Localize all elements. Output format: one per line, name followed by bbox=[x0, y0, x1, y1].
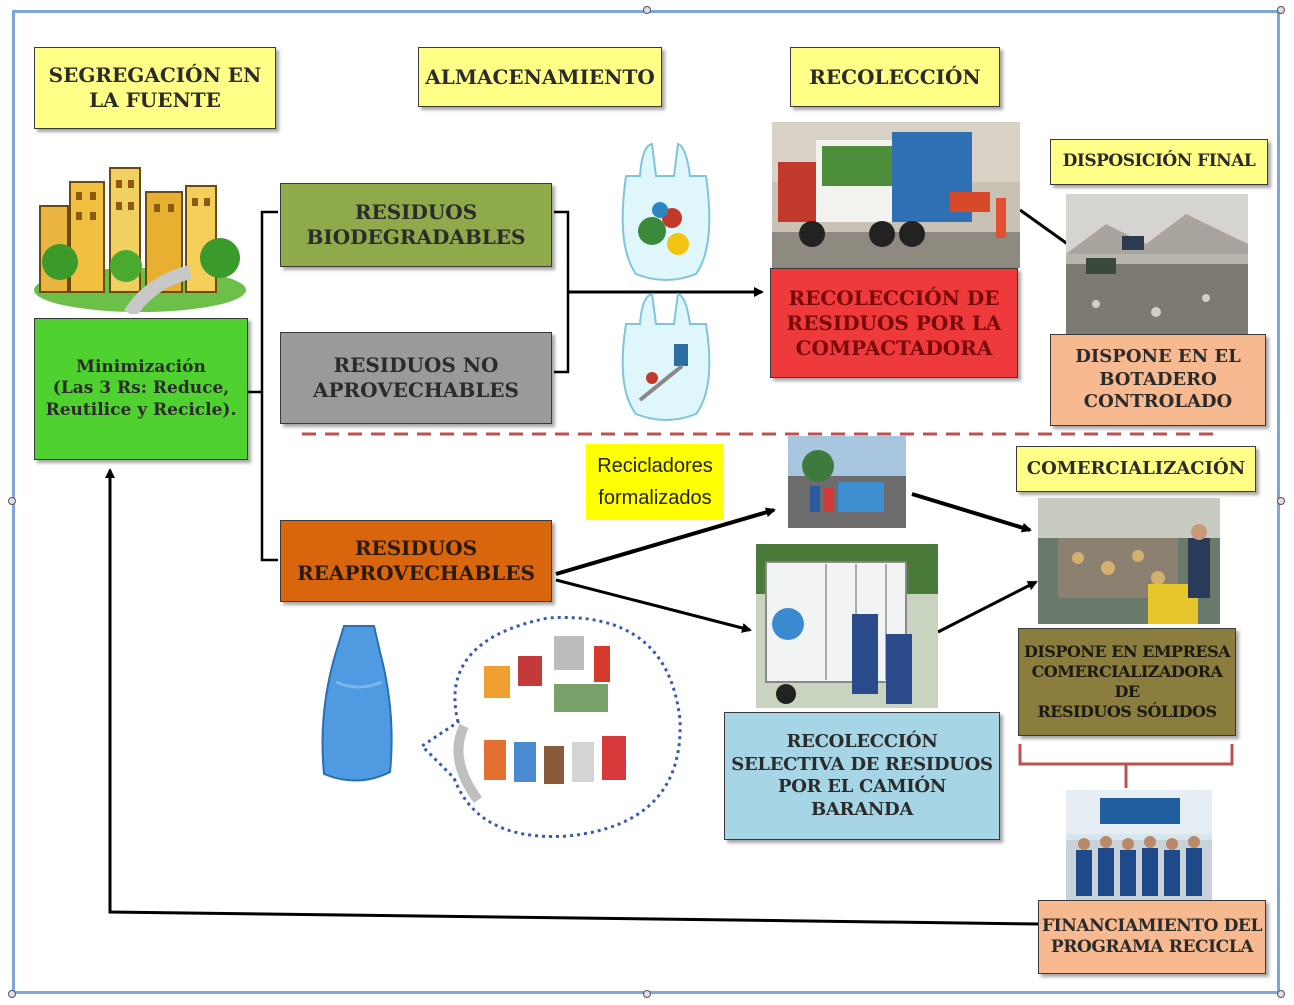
blue-sack-icon bbox=[316, 622, 400, 788]
landfill-photo bbox=[1066, 194, 1248, 334]
compactadora-box: RECOLECCIÓN DE RESIDUOS POR LA COMPACTAD… bbox=[770, 268, 1018, 378]
minimization-box: Minimización (Las 3 Rs: Reduce, Reutilic… bbox=[34, 318, 248, 460]
arrow-recyclers-to-plant bbox=[911, 492, 1032, 533]
resize-handle-bottom[interactable] bbox=[643, 990, 651, 998]
general-waste-bag-icon bbox=[612, 288, 718, 426]
header-comercializacion: COMERCIALIZACIÓN bbox=[1016, 446, 1256, 492]
recycladores-label: Recicladores formalizados bbox=[586, 444, 724, 520]
resize-handle-right[interactable] bbox=[1277, 497, 1285, 505]
resize-handle-top[interactable] bbox=[643, 6, 651, 14]
right-bracket bbox=[554, 210, 570, 374]
organic-waste-bag-icon bbox=[612, 136, 718, 286]
botadero-box: DISPONE EN EL BOTADERO CONTROLADO bbox=[1050, 334, 1266, 426]
empresa-box: DISPONE EN EMPRESA COMERCIALIZADORA DE R… bbox=[1018, 628, 1236, 736]
arrow-to-recyclers bbox=[555, 507, 776, 576]
resize-handle-left[interactable] bbox=[8, 497, 16, 505]
arrow-to-baranda bbox=[555, 578, 752, 633]
resize-handle-top-right[interactable] bbox=[1277, 6, 1285, 14]
camion-baranda-box: RECOLECCIÓN SELECTIVA DE RESIDUOS POR EL… bbox=[724, 712, 1000, 840]
recyclables-bubble-icon bbox=[418, 610, 688, 842]
feedback-line bbox=[105, 468, 1041, 926]
resize-handle-bottom-left[interactable] bbox=[8, 990, 16, 998]
compactor-truck-photo bbox=[772, 122, 1020, 268]
arrow-baranda-to-plant bbox=[937, 580, 1038, 634]
baranda-truck-photo bbox=[756, 544, 938, 708]
financiamiento-box: FINANCIAMIENTO DEL PROGRAMA RECICLA bbox=[1038, 900, 1266, 974]
empresa-brace bbox=[1018, 744, 1234, 788]
left-bracket bbox=[260, 210, 278, 562]
header-almacenamiento: ALMACENAMIENTO bbox=[418, 47, 662, 107]
team-photo bbox=[1066, 790, 1212, 900]
header-disposicion-final: DISPOSICIÓN FINAL bbox=[1050, 139, 1268, 185]
city-illustration-icon bbox=[30, 162, 252, 314]
biodegradables-box: RESIDUOS BIODEGRADABLES bbox=[280, 183, 552, 267]
header-segregacion: SEGREGACIÓN EN LA FUENTE bbox=[34, 47, 276, 129]
sorting-plant-photo bbox=[1038, 498, 1220, 624]
reaprovechables-box: RESIDUOS REAPROVECHABLES bbox=[280, 520, 552, 602]
recyclers-photo bbox=[788, 436, 906, 528]
no-aprovechables-box: RESIDUOS NO APROVECHABLES bbox=[280, 332, 552, 424]
resize-handle-bottom-right[interactable] bbox=[1277, 990, 1285, 998]
header-recoleccion: RECOLECCIÓN bbox=[790, 47, 1000, 107]
